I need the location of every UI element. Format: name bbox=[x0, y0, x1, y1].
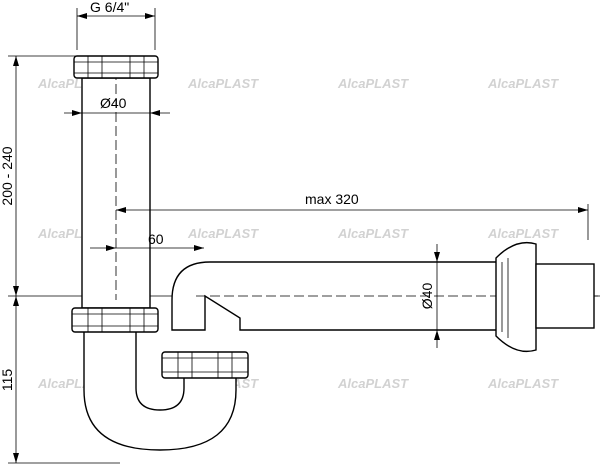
watermarks: AlcaPLAST AlcaPLAST AlcaPLAST AlcaPLAST … bbox=[37, 76, 559, 391]
watermark: AlcaPLAST bbox=[337, 376, 409, 391]
outlet-arm: Ø40 bbox=[171, 241, 600, 353]
thread-dimension: G 6/4" bbox=[76, 0, 156, 50]
vertical-pipe: Ø40 bbox=[64, 70, 170, 309]
vertical-diameter-label: Ø40 bbox=[100, 95, 127, 111]
watermark: AlcaPLAST bbox=[187, 76, 259, 91]
height-range-label: 200 - 240 bbox=[0, 146, 15, 205]
top-nut bbox=[73, 55, 159, 79]
watermark: AlcaPLAST bbox=[487, 76, 559, 91]
height-lower-label: 115 bbox=[0, 369, 15, 392]
thread-label: G 6/4" bbox=[90, 0, 129, 15]
watermark: AlcaPLAST bbox=[487, 226, 559, 241]
watermark: AlcaPLAST bbox=[337, 76, 409, 91]
watermark: AlcaPLAST bbox=[487, 376, 559, 391]
horizontal-diameter-label: Ø40 bbox=[419, 283, 435, 310]
max-length-label: max 320 bbox=[305, 191, 359, 207]
middle-nut bbox=[71, 307, 159, 333]
watermark: AlcaPLAST bbox=[187, 226, 259, 241]
trap-bend bbox=[83, 329, 237, 451]
offset-dimension: 60 bbox=[90, 231, 204, 251]
offset-label: 60 bbox=[148, 231, 164, 247]
right-nut bbox=[161, 351, 249, 379]
watermark: AlcaPLAST bbox=[337, 226, 409, 241]
max-length-dimension: max 320 bbox=[116, 191, 589, 240]
